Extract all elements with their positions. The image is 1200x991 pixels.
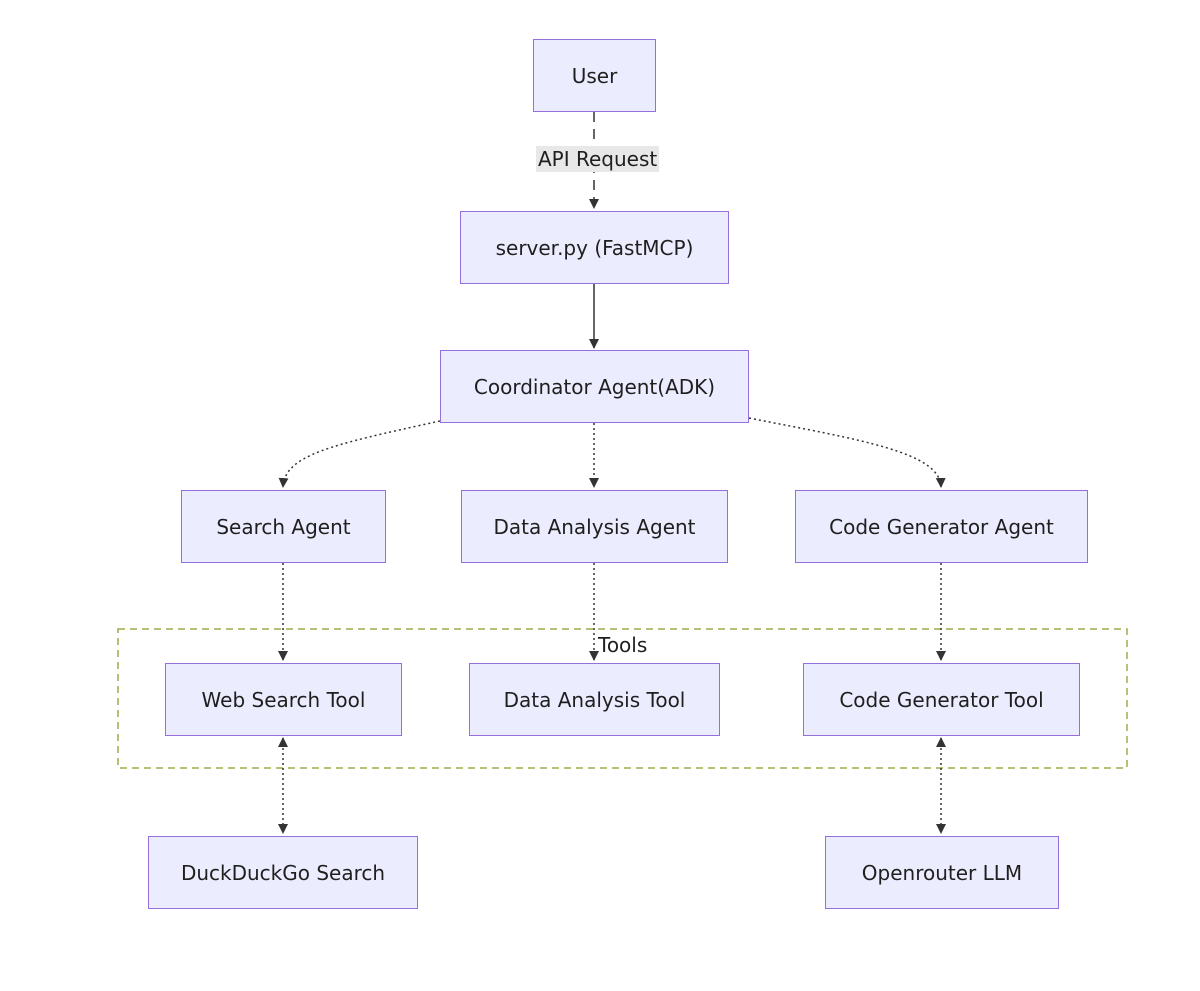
node-server: server.py (FastMCP) xyxy=(460,211,729,284)
edge-coordinator-code-agent xyxy=(748,417,946,488)
tools-group-label: Tools xyxy=(598,633,648,657)
node-search-agent: Search Agent xyxy=(181,490,386,563)
node-user: User xyxy=(533,39,656,112)
node-web-search-tool: Web Search Tool xyxy=(165,663,402,736)
node-data-analysis-agent: Data Analysis Agent xyxy=(461,490,728,563)
edge-label-api-request: API Request xyxy=(536,146,660,172)
node-code-generator-agent: Code Generator Agent xyxy=(795,490,1088,563)
edge-coordinator-search-agent xyxy=(278,420,441,488)
node-data-analysis-tool: Data Analysis Tool xyxy=(469,663,720,736)
node-duckduckgo-search: DuckDuckGo Search xyxy=(148,836,418,909)
node-coordinator-agent: Coordinator Agent(ADK) xyxy=(440,350,749,423)
node-code-generator-tool: Code Generator Tool xyxy=(803,663,1080,736)
node-openrouter-llm: Openrouter LLM xyxy=(825,836,1059,909)
tools-group-boundary xyxy=(117,628,1128,769)
